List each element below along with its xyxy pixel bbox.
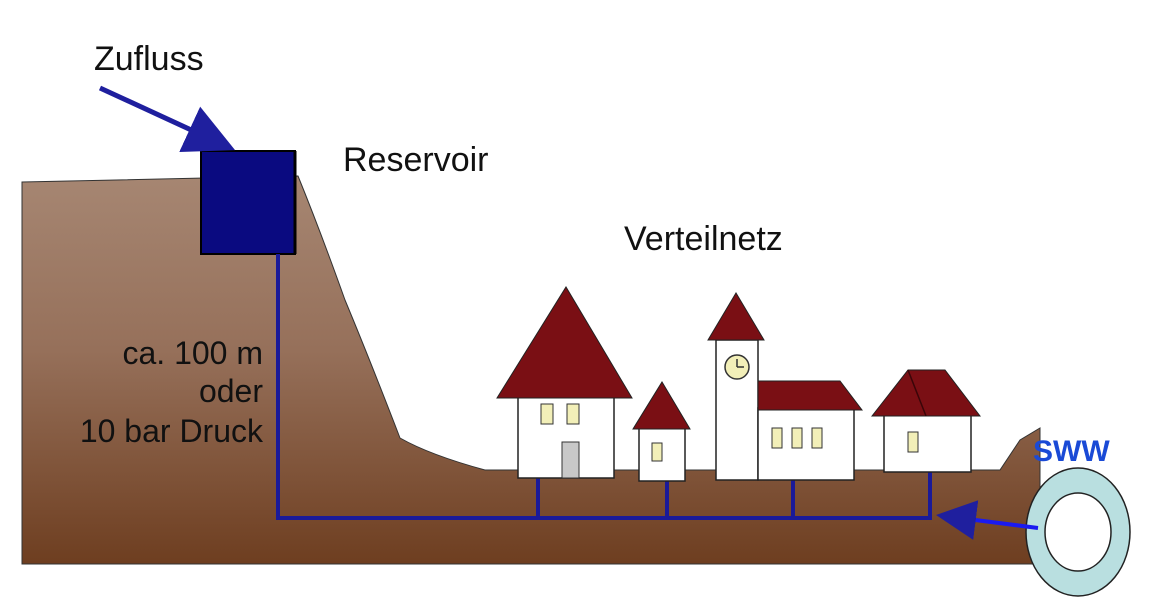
network-label: Verteilnetz <box>624 220 783 258</box>
height-label-line3: 10 bar Druck <box>80 413 264 449</box>
height-label-line2: oder <box>199 373 263 409</box>
house-right <box>870 369 982 473</box>
sww-label: SWW <box>1033 435 1110 468</box>
church-nave <box>757 380 864 481</box>
reservoir-label: Reservoir <box>343 141 488 179</box>
reservoir-tank <box>200 150 296 255</box>
inflow-label: Zufluss <box>94 40 204 78</box>
church-tower <box>707 292 765 481</box>
sww-arrow-icon <box>936 500 1039 540</box>
house-large <box>496 286 633 479</box>
pipe-ring-icon <box>1025 467 1131 597</box>
house-small <box>632 381 691 482</box>
distribution-pipes <box>276 254 932 520</box>
height-label-line1: ca. 100 m <box>122 335 263 371</box>
clock-icon <box>724 354 750 380</box>
arrow-icon <box>98 85 236 152</box>
